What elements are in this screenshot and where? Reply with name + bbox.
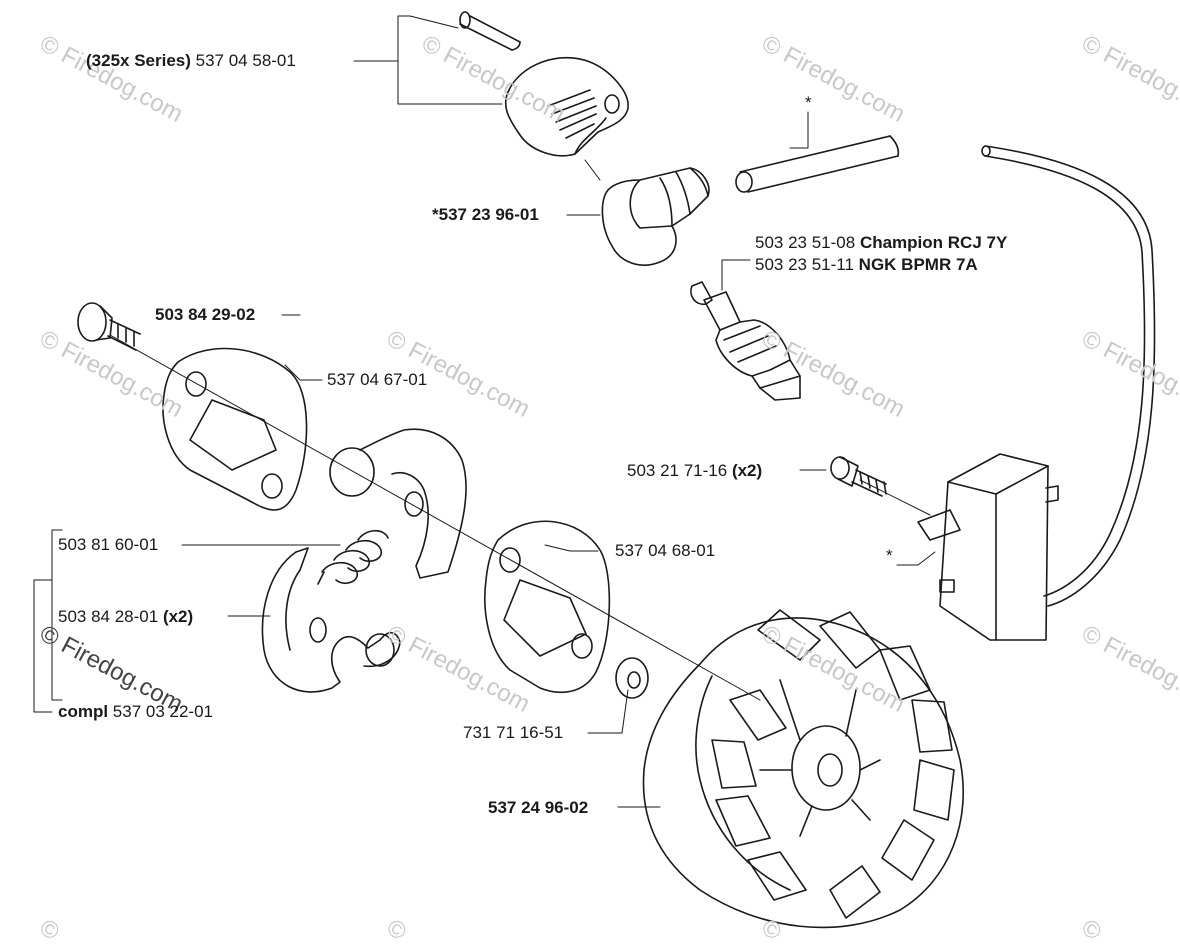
washer-part bbox=[615, 657, 649, 699]
lead-tube-part bbox=[735, 135, 900, 193]
shoe-label: 503 84 28-01 (x2) bbox=[58, 607, 193, 627]
plug-champion-name: Champion RCJ 7Y bbox=[859, 233, 1008, 252]
spring-part-number: 503 81 60-01 bbox=[58, 535, 159, 554]
plate-bottom-part-number: 537 04 68-01 bbox=[615, 541, 716, 560]
bolt-part-number: 503 84 29-02 bbox=[155, 305, 256, 324]
pin-part bbox=[459, 11, 521, 51]
lead-asterisk: * bbox=[805, 93, 812, 112]
screw-quantity: (x2) bbox=[731, 461, 763, 480]
boot-part-number: *537 23 96-01 bbox=[432, 205, 539, 224]
plug-boot-part bbox=[601, 167, 710, 266]
assembly-axis bbox=[109, 334, 761, 701]
series-name: (325x Series) bbox=[86, 51, 191, 70]
bolt-part bbox=[77, 302, 141, 351]
plug-ngk-part-number: 503 23 51-11 bbox=[755, 255, 854, 274]
clutch-spring-part bbox=[317, 529, 389, 585]
spark-plug-part bbox=[690, 281, 801, 401]
plug-champion-label: 503 23 51-08 Champion RCJ 7Y bbox=[755, 233, 1007, 253]
compl-part-number: 537 03 22-01 bbox=[112, 702, 213, 721]
ignition-wire-part bbox=[981, 145, 1156, 607]
plate-top-part-number: 537 04 67-01 bbox=[327, 370, 428, 389]
clutch-plate-top-part bbox=[162, 347, 308, 511]
module-screw-part bbox=[830, 456, 887, 497]
plug-cover-part bbox=[504, 56, 629, 181]
shoe-quantity: (x2) bbox=[162, 607, 194, 626]
series-part-label: (325x Series) 537 04 58-01 bbox=[86, 51, 296, 71]
washer-part-number: 731 71 16-51 bbox=[463, 723, 564, 742]
clutch-shoe-lower-part bbox=[261, 547, 401, 693]
leader-lines bbox=[33, 15, 936, 808]
screw-label: 503 21 71-16 (x2) bbox=[627, 461, 762, 481]
series-part-number: 537 04 58-01 bbox=[195, 51, 296, 70]
plug-champion-part-number: 503 23 51-08 bbox=[755, 233, 856, 252]
shoe-part-number: 503 84 28-01 bbox=[58, 607, 159, 626]
screw-part-number: 503 21 71-16 bbox=[627, 461, 728, 480]
flywheel-part bbox=[642, 609, 964, 929]
compl-label: compl 537 03 22-01 bbox=[58, 702, 213, 722]
coil-asterisk: * bbox=[886, 546, 893, 565]
clutch-plate-bottom-part bbox=[484, 520, 611, 694]
clutch-shoe-upper-part bbox=[329, 428, 467, 579]
plug-ngk-label: 503 23 51-11 NGK BPMR 7A bbox=[755, 255, 978, 275]
plug-ngk-name: NGK BPMR 7A bbox=[858, 255, 978, 274]
compl-word: compl bbox=[58, 702, 109, 721]
ignition-module-part bbox=[917, 453, 1059, 641]
flywheel-part-number: 537 24 96-02 bbox=[488, 798, 589, 817]
